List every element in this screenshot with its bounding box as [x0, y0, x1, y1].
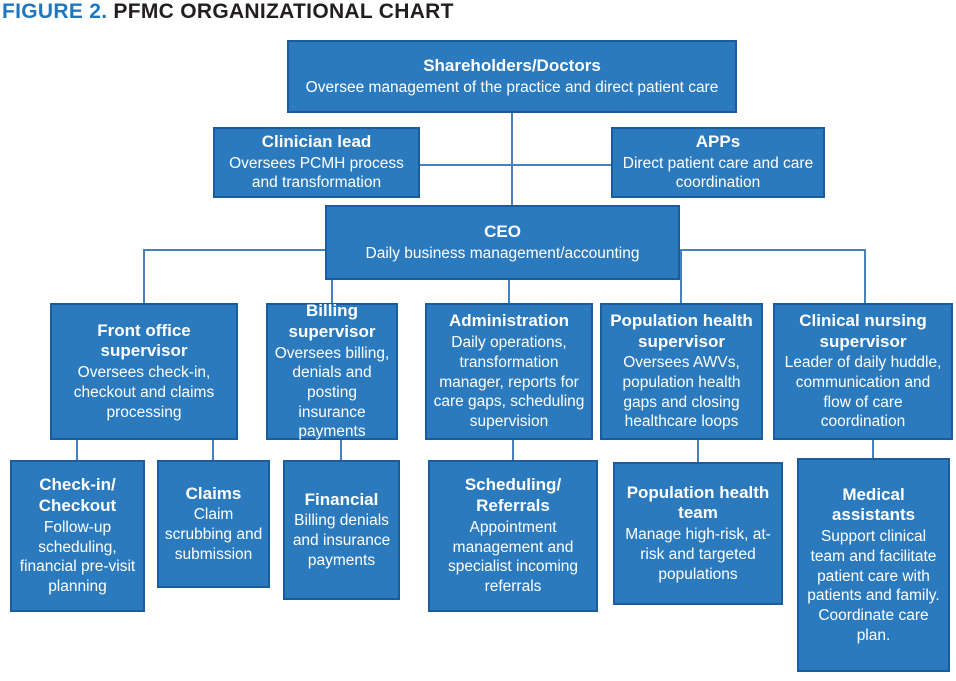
node-financial: Financial Billing denials and insurance …	[283, 460, 400, 600]
connector-drop-claims	[212, 440, 214, 460]
connector-drop-clinical-nursing	[864, 249, 866, 303]
connector-clinician-apps	[420, 164, 613, 166]
node-desc: Oversees check-in, checkout and claims p…	[73, 364, 215, 421]
node-desc: Oversees billing, denials and posting in…	[274, 344, 390, 441]
node-title: Population health supervisor	[610, 310, 753, 351]
node-title: Administration	[449, 311, 569, 331]
node-desc: Daily business management/accounting	[365, 244, 640, 262]
node-front-office-supervisor: Front office supervisor Oversees check-i…	[50, 303, 238, 440]
connector-drop-financial	[340, 440, 342, 460]
node-desc: Oversee management of the practice and d…	[305, 78, 719, 96]
connector-drop-scheduling	[512, 440, 514, 460]
figure-title: FIGURE 2.PFMC ORGANIZATIONAL CHART	[2, 0, 454, 24]
node-desc: Support clinical team and facilitate pat…	[807, 528, 940, 644]
figure-label: FIGURE 2.	[2, 0, 108, 23]
node-title: Clinical nursing supervisor	[799, 310, 927, 351]
node-desc: Daily operations, transformation manager…	[433, 334, 585, 430]
node-claims: Claims Claim scrubbing and submission	[157, 460, 270, 588]
node-title: Medical assistants	[831, 484, 916, 525]
node-title: APPs	[695, 131, 741, 151]
connector-drop-front-office	[143, 249, 145, 303]
node-desc: Claim scrubbing and submission	[164, 506, 263, 563]
node-population-health-team: Population health team Manage high-risk,…	[613, 462, 783, 605]
node-title: Population health team	[626, 482, 770, 523]
figure-title-text: PFMC ORGANIZATIONAL CHART	[113, 0, 454, 23]
node-title: Clinician lead	[261, 131, 372, 151]
node-desc: Follow-up scheduling, financial pre-visi…	[19, 518, 136, 595]
node-billing-supervisor: Billing supervisor Oversees billing, den…	[266, 301, 398, 441]
node-desc: Oversees AWVs, population health gaps an…	[622, 354, 741, 431]
node-title: Billing supervisor	[288, 301, 376, 341]
node-clinical-nursing-supervisor: Clinical nursing supervisor Leader of da…	[773, 303, 953, 440]
connector-drop-check-in	[76, 440, 78, 460]
node-check-in-checkout: Check-in/ Checkout Follow-up scheduling,…	[10, 460, 145, 612]
node-shareholders-doctors: Shareholders/Doctors Oversee management …	[287, 40, 737, 113]
node-desc: Leader of daily huddle, communication an…	[784, 354, 942, 431]
node-desc: Billing denials and insurance payments	[292, 512, 391, 569]
node-medical-assistants: Medical assistants Support clinical team…	[797, 458, 950, 672]
node-title: Scheduling/ Referrals	[464, 475, 562, 516]
node-population-health-supervisor: Population health supervisor Oversees AW…	[600, 303, 763, 440]
node-ceo: CEO Daily business management/accounting	[325, 205, 680, 280]
node-clinician-lead: Clinician lead Oversees PCMH process and…	[213, 127, 420, 198]
node-desc: Direct patient care and care coordinatio…	[622, 154, 814, 192]
node-title: Check-in/ Checkout	[38, 475, 117, 516]
node-title: Front office supervisor	[97, 320, 191, 361]
connector-drop-medical-assistants	[872, 440, 874, 458]
node-desc: Manage high-risk, at-risk and targeted p…	[625, 526, 771, 583]
node-title: Claims	[185, 483, 242, 503]
node-desc: Oversees PCMH process and transformation	[229, 154, 404, 192]
node-apps: APPs Direct patient care and care coordi…	[611, 127, 825, 198]
connector-drop-pop-health-supervisor	[680, 249, 682, 303]
connector-drop-pop-health-team	[697, 440, 699, 462]
node-scheduling-referrals: Scheduling/ Referrals Appointment manage…	[428, 460, 598, 612]
node-title: Shareholders/Doctors	[423, 55, 601, 75]
node-administration: Administration Daily operations, transfo…	[425, 303, 593, 440]
node-desc: Appointment management and specialist in…	[447, 518, 579, 595]
node-title: CEO	[484, 221, 521, 241]
node-title: Financial	[304, 489, 379, 509]
connector-shareholders-ceo	[511, 113, 513, 205]
